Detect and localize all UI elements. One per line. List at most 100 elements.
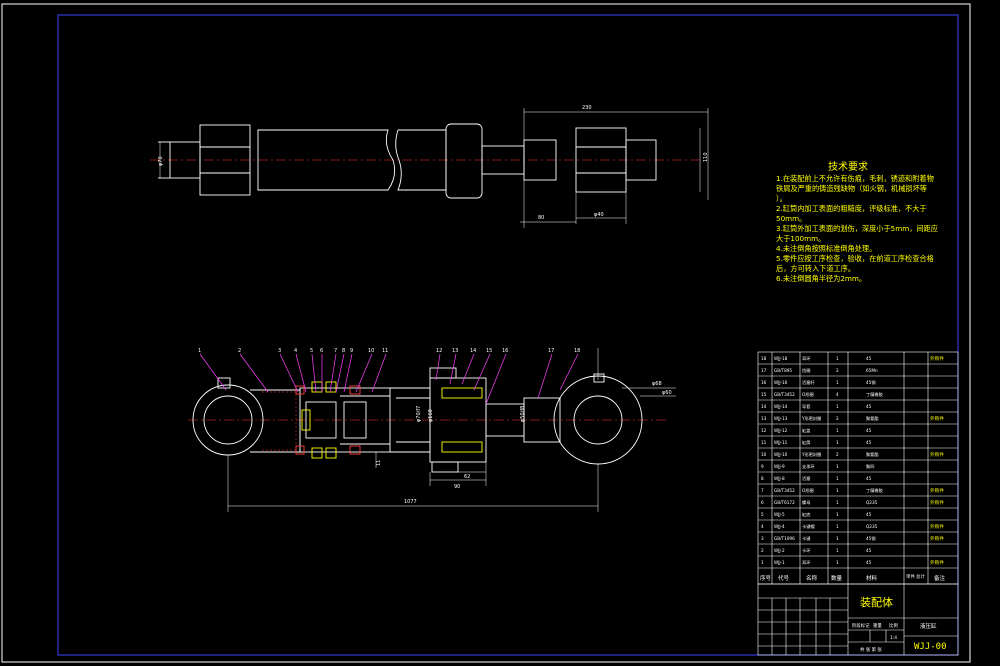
bom-header-name: 名称 — [806, 574, 818, 582]
ratio-label: 比例 — [889, 622, 898, 629]
bom-cell-qty: 4 — [836, 392, 839, 397]
top-view — [150, 108, 709, 228]
bom-cell-mat: 45 — [866, 476, 872, 481]
bom-header: 序号 代号 名称 数量 材料 单件 总计 备注 — [760, 573, 946, 582]
bom-cell-mat: 丁腈橡胶 — [866, 391, 883, 398]
bom-cell-no: 16 — [761, 380, 767, 385]
bom-cell-code: GB/T3452 — [774, 392, 795, 397]
dim-len-b: 90 — [454, 484, 460, 490]
bom-cell-code: WJJ-4 — [774, 524, 785, 529]
dim-inner-a: φ70/f7 — [416, 406, 422, 422]
bom-cell-qty: 2 — [836, 368, 839, 373]
bom-cell-no: 3 — [761, 536, 764, 541]
bom-cell-qty: 1 — [836, 464, 839, 469]
callout-8: 8 — [342, 348, 345, 354]
callout-leaders — [199, 353, 579, 405]
callout-10: 10 — [368, 348, 374, 354]
tech-lines: 1.在装配前上不允许有伤痕，毛刺，锈迹和附着物 铁屑及严重的铸造残缺物（如火钢，… — [776, 174, 938, 283]
bom-cell-name: 支承环 — [802, 463, 815, 470]
bom-cell-qty: 1 — [836, 512, 839, 517]
inner-border — [57, 14, 959, 656]
section-view — [188, 348, 676, 512]
bom-header-qty: 数量 — [831, 574, 843, 582]
bom-cell-name: 活塞 — [802, 475, 811, 482]
bom-cell-no: 8 — [761, 476, 764, 481]
callout-5: 5 — [310, 348, 313, 354]
bom-header-note: 备注 — [934, 574, 946, 582]
bom-cell-name: 活塞杆 — [802, 379, 815, 386]
tech-line: 1.在装配前上不允许有伤痕，毛刺，锈迹和附着物 — [776, 174, 934, 183]
tech-line: 铁屑及严重的铸造残缺物（如火钢，机械损坏等 — [776, 184, 927, 193]
bom-cell-mat: 聚氨酯 — [866, 415, 879, 422]
bom-cell-mat: 丁腈橡胶 — [866, 487, 883, 494]
callout-15: 15 — [486, 348, 492, 354]
bom-cell-code: WJJ-18 — [774, 356, 788, 361]
bom-cell-qty: 2 — [836, 452, 839, 457]
bom-cell-code: WJJ-5 — [774, 512, 785, 517]
bom-cell-mat: 45 — [866, 440, 872, 445]
callout-12: 12 — [436, 348, 442, 354]
callout-7: 7 — [334, 348, 337, 354]
bom-cell-no: 14 — [761, 404, 767, 409]
bom-cell-no: 5 — [761, 512, 764, 517]
bom-cell-name: O形圈 — [802, 487, 814, 494]
tech-line: 4.未注倒角按照标准倒角处理。 — [776, 244, 876, 253]
bom-cell-code: GB/T1096 — [774, 536, 795, 541]
tech-line: ）。 — [776, 194, 787, 203]
bom-cell-qty: 1 — [836, 548, 839, 553]
bom-cell-name: Y形密封圈 — [801, 415, 821, 422]
bom-cell-no: 9 — [761, 464, 764, 469]
bom-cell-mat: 65Mn — [866, 368, 878, 373]
tech-line: 5.零件应按工序检查，验收，在前道工序检查合格 — [776, 254, 935, 263]
bom-cell-name: 卡键 — [802, 535, 811, 542]
callout-18: 18 — [574, 348, 580, 354]
bom-cell-note: 外购件 — [930, 451, 944, 458]
callout-9: 9 — [350, 348, 353, 354]
title-block — [757, 583, 959, 656]
bom-header-total: 总计 — [916, 573, 925, 580]
callout-4: 4 — [294, 348, 297, 354]
dim-inner-c: φ50/f8 — [520, 406, 526, 422]
bom-cell-mat: 聚氨酯 — [866, 451, 879, 458]
bom-cell-qty: 1 — [836, 488, 839, 493]
bom-cell-no: 11 — [761, 440, 767, 445]
tech-title: 技术要求 — [828, 160, 868, 173]
bom-cell-no: 10 — [761, 452, 767, 457]
drawing-code: WJJ-00 — [914, 642, 947, 652]
bom-cell-mat: Q235 — [866, 500, 878, 505]
bom-table — [757, 351, 959, 585]
bom-cell-no: 15 — [761, 392, 767, 397]
outer-border — [1, 3, 971, 663]
bom-cell-code: GB/T6172 — [774, 500, 795, 505]
bom-cell-qty: 1 — [836, 476, 839, 481]
bom-cell-note: 外购件 — [930, 415, 944, 422]
dim-top-sub1: 80 — [538, 215, 544, 221]
dim-top-dia-right: 110 — [703, 152, 709, 162]
bom-cell-mat: 45 — [866, 428, 872, 433]
callout-3: 3 — [278, 348, 281, 354]
bom-cell-mat: 45 — [866, 548, 872, 553]
bom-cell-mat: 45钢 — [866, 535, 876, 542]
bom-cell-mat: 聚四 — [866, 464, 874, 470]
bom-cell-mat: 45 — [866, 560, 872, 565]
bom-cell-qty: 1 — [836, 500, 839, 505]
bom-cell-note: 外购件 — [930, 487, 944, 494]
bom-cell-qty: 1 — [836, 560, 839, 565]
bom-cell-code: WJJ-8 — [774, 476, 785, 481]
dim-dia-a: φ68 — [652, 381, 662, 387]
bom-cell-no: 17 — [761, 368, 767, 373]
dim-top-dia-left: φ70 — [158, 156, 164, 166]
bom-cell-no: 1 — [761, 560, 764, 565]
bom-cell-name: 耳环 — [802, 356, 810, 362]
bom-cell-code: WJJ-12 — [774, 428, 788, 433]
tech-line: 大于100mm。 — [776, 234, 825, 243]
bom-cell-qty: 1 — [836, 404, 839, 409]
callout-numbers: 1 2 3 4 5 6 7 8 9 10 11 12 13 14 15 16 1… — [198, 348, 580, 354]
bom-cell-code: WJJ-1 — [774, 560, 785, 565]
bom-cell-name: 卡键帽 — [802, 523, 815, 530]
dim-len-a: 62 — [464, 474, 470, 480]
callout-2: 2 — [238, 348, 241, 354]
callout-1: 1 — [198, 348, 201, 354]
bom-cell-no: 4 — [761, 524, 764, 529]
bom-cell-name: Y形密封圈 — [801, 451, 821, 458]
